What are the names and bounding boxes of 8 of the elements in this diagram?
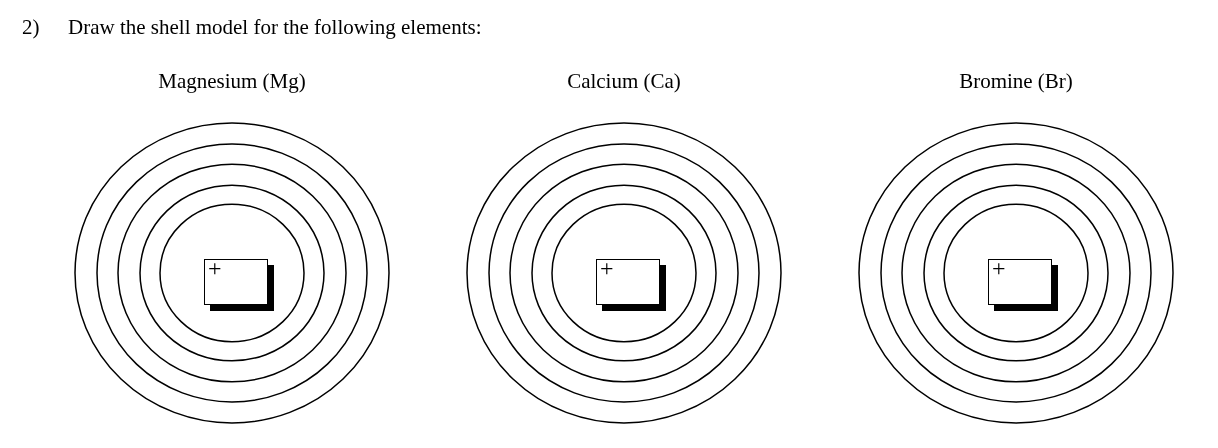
element-name: Calcium (Ca) [566, 68, 682, 95]
plus-sign: + [992, 256, 1006, 280]
element-name: Bromine (Br) [958, 68, 1074, 95]
element-name: Magnesium (Mg) [157, 68, 307, 95]
question-text: Draw the shell model for the following elements: [68, 14, 482, 41]
plus-sign: + [208, 256, 222, 280]
plus-sign: + [600, 256, 614, 280]
question-number: 2) [22, 14, 40, 41]
